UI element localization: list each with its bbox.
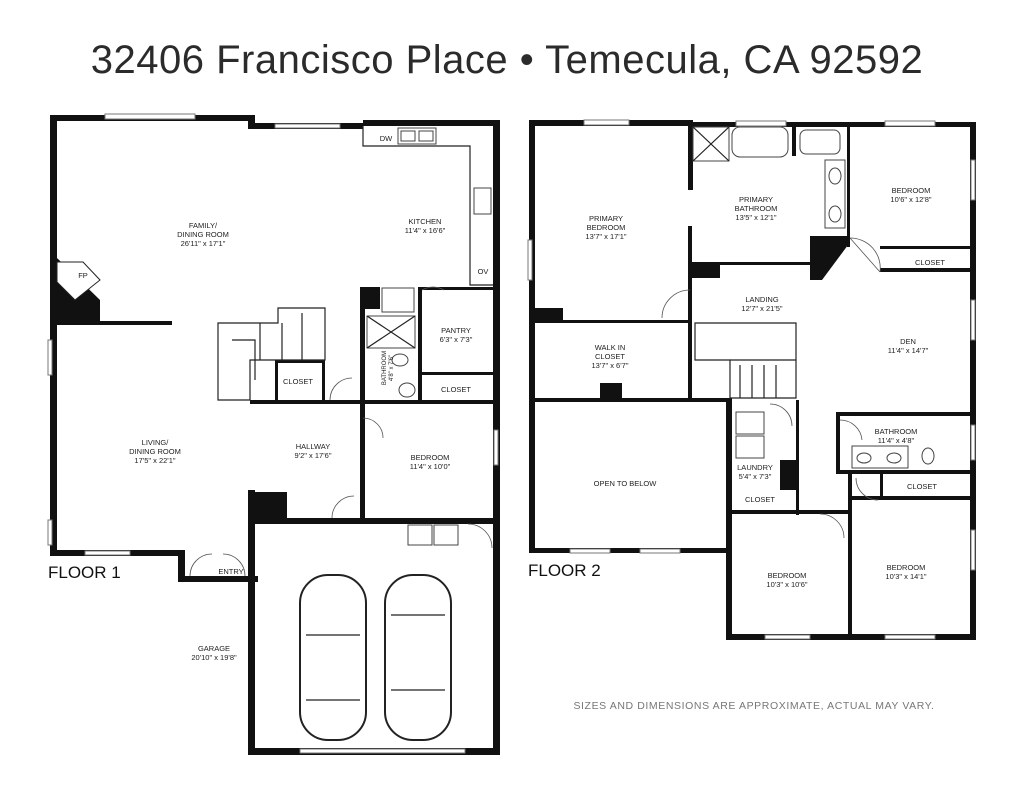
primary-bathroom-dims: 13'5" x 12'1" bbox=[735, 213, 776, 222]
floor-2-plan bbox=[527, 119, 976, 640]
floor-1-plan: FP DW OV bbox=[47, 113, 500, 755]
dishwasher-label: DW bbox=[380, 134, 393, 143]
floor-1-label: FLOOR 1 bbox=[48, 563, 121, 582]
closet-se-label: CLOSET bbox=[907, 482, 937, 491]
bedroom-se-dims: 10'3" x 14'1" bbox=[885, 572, 926, 581]
garage-dims: 20'10" x 19'8" bbox=[191, 653, 237, 662]
bedroom-1-dims: 11'4" x 10'0" bbox=[410, 462, 451, 471]
living-room-dims: 17'5" x 22'1" bbox=[134, 456, 175, 465]
bedroom-s-name: BEDROOM bbox=[768, 571, 807, 580]
open-to-below-label: OPEN TO BELOW bbox=[594, 479, 658, 488]
pantry-dims: 6'3" x 7'3" bbox=[440, 335, 473, 344]
closet-hall-label: CLOSET bbox=[283, 377, 313, 386]
disclaimer-text: SIZES AND DIMENSIONS ARE APPROXIMATE, AC… bbox=[573, 700, 934, 712]
family-room-name-2: DINING ROOM bbox=[177, 230, 229, 239]
bathroom-1-dims: 4'8" x 7'6" bbox=[389, 355, 395, 381]
oven-label: OV bbox=[478, 267, 489, 276]
bedroom-ne-dims: 10'6" x 12'8" bbox=[890, 195, 931, 204]
family-room-name-1: FAMILY/ bbox=[189, 221, 218, 230]
primary-bedroom-name-1: PRIMARY bbox=[589, 214, 623, 223]
fireplace-label: FP bbox=[78, 271, 88, 280]
primary-bedroom-name-2: BEDROOM bbox=[587, 223, 626, 232]
living-room-name-2: DINING ROOM bbox=[129, 447, 181, 456]
closet-bedroom-label: CLOSET bbox=[441, 385, 471, 394]
kitchen-name: KITCHEN bbox=[409, 217, 442, 226]
hallway-dims: 9'2" x 17'6" bbox=[295, 451, 332, 460]
hallway-name: HALLWAY bbox=[296, 442, 330, 451]
den-name: DEN bbox=[900, 337, 916, 346]
bathroom-1-name: BATHROOM bbox=[382, 351, 388, 385]
landing-dims: 12'7" x 21'5" bbox=[741, 304, 782, 313]
primary-bedroom-dims: 13'7" x 17'1" bbox=[585, 232, 626, 241]
walk-in-closet-name-1: WALK IN bbox=[595, 343, 626, 352]
bedroom-s-dims: 10'3" x 10'6" bbox=[766, 580, 807, 589]
page-title: 32406 Francisco Place • Temecula, CA 925… bbox=[91, 38, 924, 82]
bedroom-1-name: BEDROOM bbox=[411, 453, 450, 462]
closet-mid-label: CLOSET bbox=[745, 495, 775, 504]
bedroom-se-name: BEDROOM bbox=[887, 563, 926, 572]
bathroom-2-dims: 11'4" x 4'8" bbox=[878, 436, 915, 445]
family-room-dims: 26'11" x 17'1" bbox=[181, 239, 226, 248]
laundry-dims: 5'4" x 7'3" bbox=[739, 472, 772, 481]
bedroom-ne-name: BEDROOM bbox=[892, 186, 931, 195]
kitchen-dims: 11'4" x 16'6" bbox=[405, 226, 446, 235]
floor-2-label: FLOOR 2 bbox=[528, 561, 601, 580]
entry-label: ENTRY bbox=[218, 567, 243, 576]
primary-bathroom-name-1: PRIMARY bbox=[739, 195, 773, 204]
den-dims: 11'4" x 14'7" bbox=[888, 346, 929, 355]
closet-ne-label: CLOSET bbox=[915, 258, 945, 267]
bathroom-2-name: BATHROOM bbox=[875, 427, 918, 436]
walk-in-closet-dims: 13'7" x 6'7" bbox=[592, 361, 629, 370]
walk-in-closet-name-2: CLOSET bbox=[595, 352, 625, 361]
laundry-name: LAUNDRY bbox=[737, 463, 773, 472]
pantry-name: PANTRY bbox=[441, 326, 471, 335]
garage-name: GARAGE bbox=[198, 644, 230, 653]
landing-name: LANDING bbox=[745, 295, 779, 304]
living-room-name-1: LIVING/ bbox=[142, 438, 170, 447]
primary-bathroom-name-2: BATHROOM bbox=[735, 204, 778, 213]
